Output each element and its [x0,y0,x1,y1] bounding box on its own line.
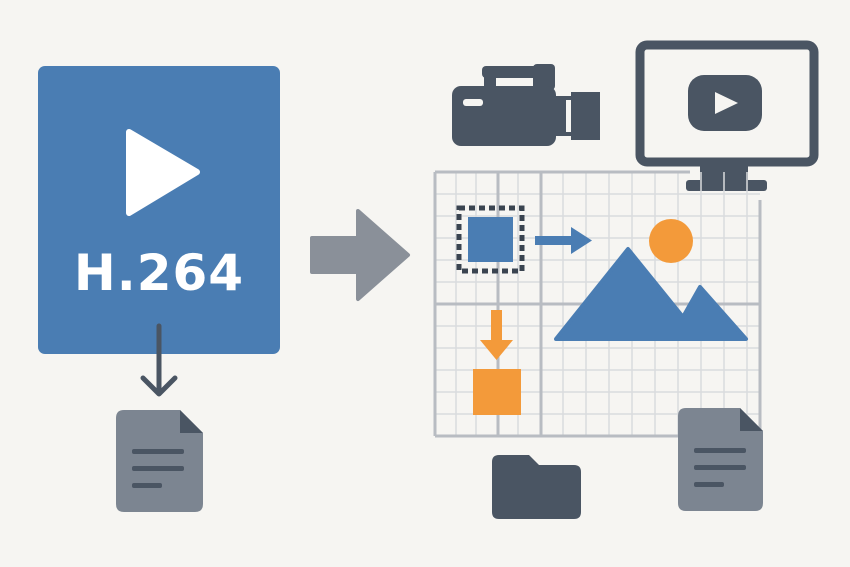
conversion-arrow-icon [310,209,410,301]
video-camera-icon [452,64,600,146]
document-icon-left [116,410,203,512]
move-right-arrow-icon [535,227,592,254]
codec-label: H.264 [73,244,245,302]
down-arrow-icon [140,323,178,397]
monitor-play-icon [635,40,819,191]
codec-card [38,66,280,354]
orange-clip-block [473,369,521,415]
selection-frame [456,205,525,274]
move-down-arrow-icon [480,310,513,360]
editing-grid [433,170,762,438]
blue-clip-block [468,217,513,262]
document-icon-right [678,408,763,511]
folder-icon [492,455,581,519]
mountain-sun-image-icon [554,219,748,341]
play-icon [126,129,200,216]
